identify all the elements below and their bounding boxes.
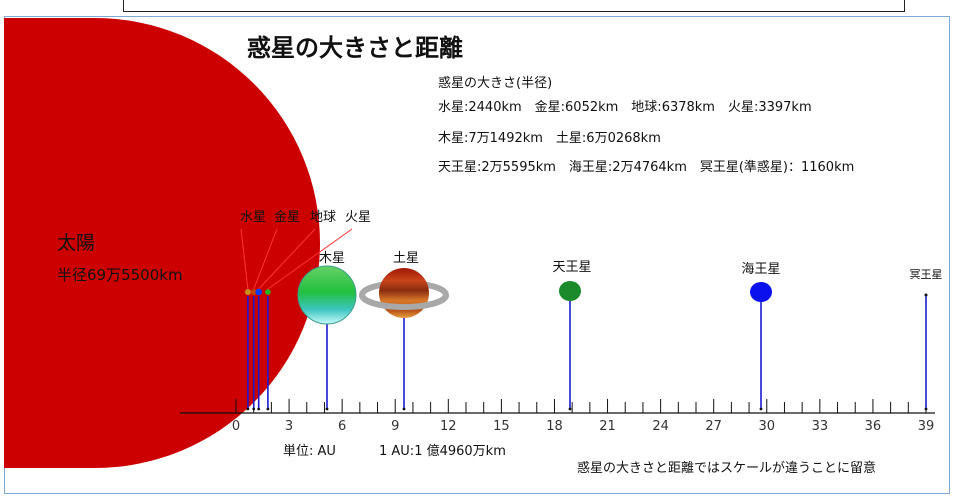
planet-label-1: 金星: [274, 209, 300, 225]
pointer-line-1: [253, 228, 278, 290]
size-line-2: 木星:7万1492km 土星:6万0268km: [438, 131, 661, 146]
axis-dot-8: [924, 407, 928, 411]
axis-dot-5: [402, 407, 406, 411]
pointer-line-2: [258, 228, 316, 290]
size-line-1: 水星:2440km 金星:6052km 地球:6378km 火星:3397km: [438, 100, 812, 115]
sun-shape: [4, 18, 320, 468]
tick-label-33: 33: [812, 419, 829, 434]
planet-label-5: 土星: [393, 251, 419, 266]
planet-label-4: 木星: [319, 251, 345, 266]
axis-dot-6: [568, 407, 572, 411]
tick-label-15: 15: [493, 419, 510, 434]
tick-label-36: 36: [865, 419, 882, 434]
axis-dot-2: [257, 407, 261, 411]
planet-label-0: 水星: [240, 210, 266, 225]
planet-4: [297, 265, 357, 325]
planet-label-6: 天王星: [552, 260, 591, 275]
planet-label-8: 冥王星: [910, 268, 943, 281]
tick-label-9: 9: [391, 419, 399, 434]
planet-5: [379, 268, 429, 318]
tick-label-18: 18: [546, 419, 563, 434]
planet-7: [750, 282, 772, 302]
axis-ticks: [235, 399, 927, 413]
planet-2: [255, 288, 262, 296]
unit-label: 単位: AU: [283, 444, 336, 459]
tick-label-6: 6: [338, 419, 346, 434]
planet-1: [250, 289, 257, 295]
planet-label-7: 海王星: [741, 262, 780, 277]
sun-radius: 半径69万5500km: [57, 266, 183, 284]
planet-8: [924, 293, 928, 297]
planet-0: [244, 289, 251, 295]
tick-label-0: 0: [232, 419, 240, 434]
pointer-line-3: [267, 228, 353, 290]
tick-label-39: 39: [918, 419, 935, 434]
au-definition: 1 AU:1 億4960万km: [379, 444, 506, 459]
tick-label-3: 3: [285, 419, 293, 434]
size-line-3: 天王星:2万5595km 海王星:2万4764km 冥王星(準惑星)：1160k…: [438, 160, 855, 175]
axis-dot-0: [246, 407, 250, 411]
tick-label-21: 21: [599, 419, 616, 434]
planet-6: [559, 281, 581, 301]
planet-3: [265, 289, 271, 295]
scale-note: 惑星の大きさと距離ではスケールが違うことに留意: [577, 461, 877, 476]
axis-dot-4: [325, 407, 329, 411]
planet-label-3: 火星: [345, 210, 371, 225]
tick-label-27: 27: [705, 419, 722, 434]
planets: 水星金星地球火星木星 土星天王星 海王星 冥王星: [240, 209, 943, 411]
axis-dot-7: [759, 407, 763, 411]
top-input-bar: [123, 0, 905, 12]
tick-label-12: 12: [440, 419, 457, 434]
axis-dot-3: [266, 407, 270, 411]
planet-label-2: 地球: [310, 210, 336, 225]
tick-label-30: 30: [758, 419, 775, 434]
size-heading: 惑星の大きさ(半径): [438, 76, 553, 91]
tick-label-24: 24: [652, 419, 669, 434]
pointer-line-0: [240, 228, 249, 290]
axis-dot-1: [252, 407, 256, 411]
sun-name: 太陽: [57, 232, 96, 254]
saturn-ring-front: [359, 294, 449, 310]
page-title: 惑星の大きさと距離: [247, 34, 463, 62]
